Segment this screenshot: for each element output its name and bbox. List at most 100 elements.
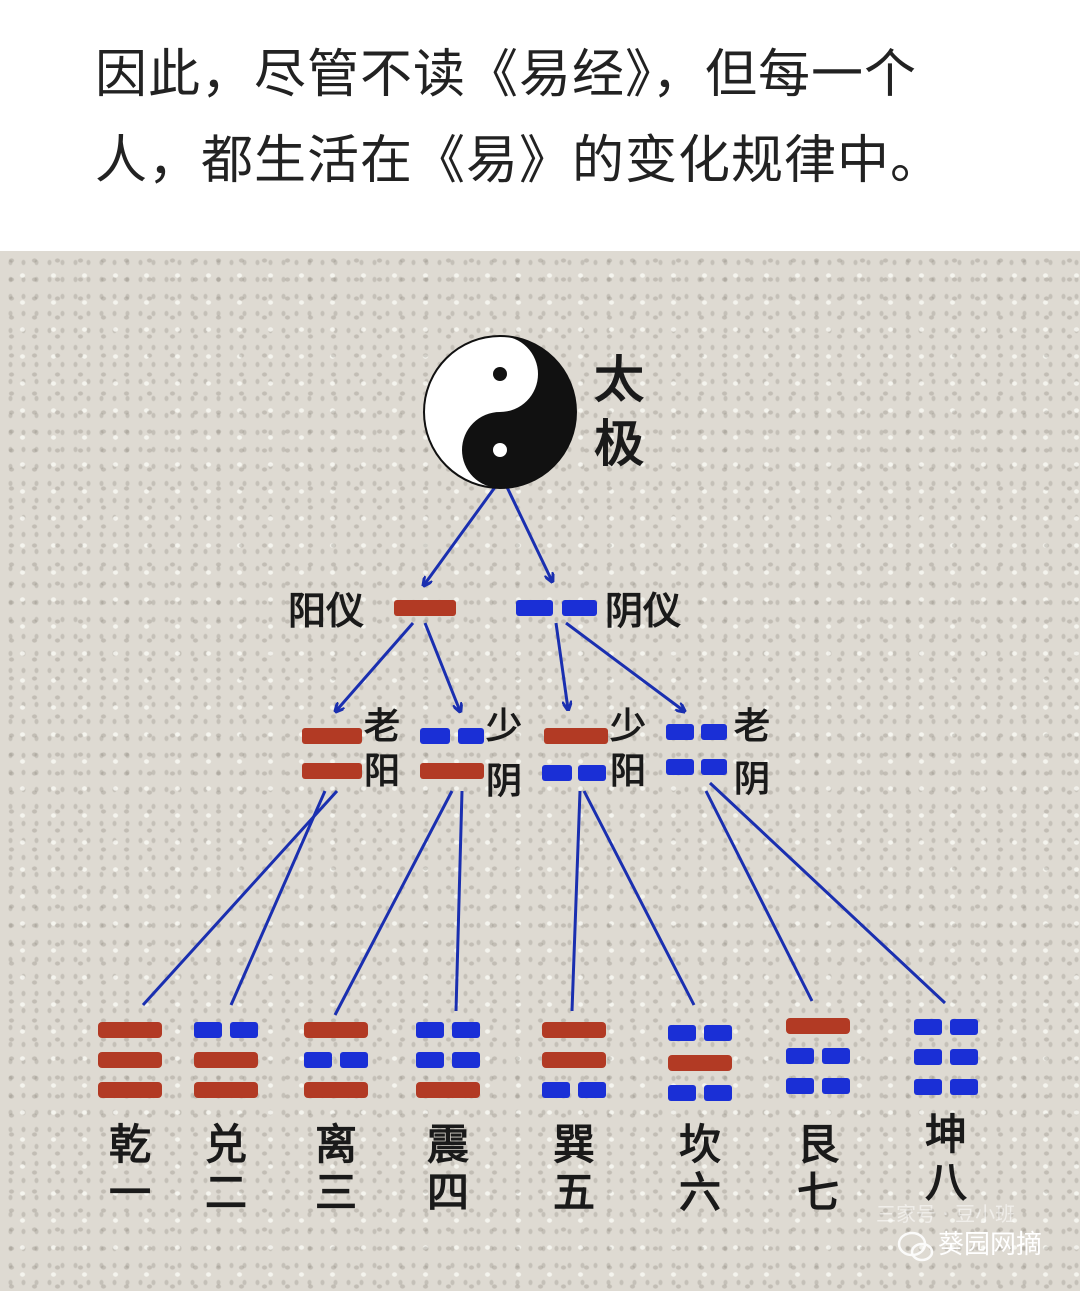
xiang-old-yin-label-2: 阴 (734, 759, 770, 800)
yin-line-right (704, 1085, 732, 1101)
trigram-name: 震 (427, 1120, 470, 1169)
trigram-number: 二 (205, 1168, 247, 1217)
arrows-group (336, 482, 684, 711)
connector-line-1 (141, 789, 339, 1007)
xiang-young-yin-label-1: 少 (486, 706, 522, 747)
yang-line (786, 1018, 850, 1034)
xiang-young-yang-label-2: 阳 (610, 751, 646, 792)
arrow-yin-youngyang (554, 622, 568, 709)
yin-line-right (452, 1052, 480, 1068)
yang-yi-symbol (394, 600, 456, 616)
yang-line (194, 1052, 258, 1068)
trigram-number: 六 (679, 1168, 721, 1217)
trigram-8: 坤八 (914, 1019, 978, 1207)
yang-line (304, 1022, 368, 1038)
yang-line (668, 1055, 732, 1071)
xiang-old-yang-symbol (302, 728, 362, 779)
trigram-name: 坤 (925, 1110, 967, 1159)
trigram-number: 八 (925, 1158, 968, 1207)
yin-line-left (786, 1048, 814, 1064)
yin-line-right (578, 1082, 606, 1098)
trigram-number: 一 (109, 1168, 151, 1217)
yang-line (304, 1082, 368, 1098)
yin-line-left (914, 1019, 942, 1035)
yin-line-left (668, 1085, 696, 1101)
xiang-young-yin-label-2: 阴 (486, 761, 522, 802)
connector-line-7 (704, 790, 814, 1002)
yang-line (98, 1022, 162, 1038)
trigram-7: 艮七 (786, 1018, 850, 1217)
yin-line-left (914, 1049, 942, 1065)
connector-line-2 (229, 790, 327, 1006)
diagram-canvas: 太 极 阳仪 阴仪 (98, 335, 1042, 1262)
caption-text: 因此，尽管不读《易经》，但每一个人，都生活在《易》的变化规律中。 (95, 45, 944, 191)
connector-lines-group (141, 781, 947, 1016)
yin-line-right (822, 1048, 850, 1064)
xiang-young-yang-label-1: 少 (610, 706, 646, 747)
account-watermark: 葵园网摘 (938, 1230, 1042, 1260)
yang-yi-label: 阳仪 (288, 589, 364, 633)
trigram-number: 七 (797, 1168, 839, 1217)
yin-line-left (194, 1022, 222, 1038)
yang-line (416, 1082, 480, 1098)
connector-line-8 (708, 781, 947, 1005)
yang-line (194, 1082, 258, 1098)
trigram-3: 离三 (304, 1022, 368, 1217)
trigram-5: 巽五 (542, 1022, 606, 1217)
trigram-name: 离 (315, 1120, 357, 1169)
yin-line-right (950, 1019, 978, 1035)
yin-line-right (340, 1052, 368, 1068)
arrow-taiji-yin (503, 482, 552, 581)
yin-yi-label: 阴仪 (605, 589, 681, 633)
connector-line-6 (582, 790, 696, 1006)
trigram-name: 乾 (109, 1120, 151, 1169)
faint-watermark-text: 三家号 · 豆小班 (876, 1202, 1015, 1226)
connector-line-4 (454, 790, 464, 1012)
yin-line-right (230, 1022, 258, 1038)
xiang-old-yin-label-1: 老 (734, 706, 770, 747)
trigram-2: 兑二 (194, 1022, 258, 1217)
yin-yi-symbol (516, 600, 597, 616)
arrow-yang-oldyang (336, 622, 415, 711)
yin-line-left (668, 1025, 696, 1041)
yin-line-left (304, 1052, 332, 1068)
yin-line-left (542, 1082, 570, 1098)
trigram-name: 坎 (679, 1120, 721, 1169)
xiang-young-yang-symbol (542, 728, 608, 781)
yin-line-right (950, 1079, 978, 1095)
wechat-icon (897, 1231, 934, 1262)
yang-line (542, 1022, 606, 1038)
xiang-young-yin-symbol (420, 728, 484, 779)
xiang-old-yin-symbol (666, 724, 727, 775)
trigram-number: 四 (427, 1168, 469, 1217)
bagua-diagram: 太 极 阳仪 阴仪 (0, 251, 1080, 1291)
arrow-taiji-yang (424, 482, 500, 585)
trigram-6: 坎六 (668, 1025, 732, 1217)
xiang-old-yang-label-2: 阳 (364, 751, 400, 792)
yin-line-left (416, 1022, 444, 1038)
yin-line-left (786, 1078, 814, 1094)
trigram-name: 艮 (797, 1120, 840, 1169)
xiang-old-yang-label-1: 老 (364, 706, 400, 747)
trigram-4: 震四 (416, 1022, 480, 1217)
trigram-name: 兑 (205, 1120, 247, 1169)
yang-line (542, 1052, 606, 1068)
taiji-label-2: 极 (594, 415, 644, 473)
yin-line-right (704, 1025, 732, 1041)
yang-line (98, 1082, 162, 1098)
trigram-number: 三 (315, 1168, 357, 1217)
arrow-yin-oldyin (565, 621, 684, 711)
trigram-number: 五 (553, 1168, 595, 1217)
arrow-yang-youngyin (423, 622, 460, 711)
taiji-symbol (423, 335, 577, 489)
connector-line-3 (333, 790, 454, 1016)
trigram-1: 乾一 (98, 1022, 162, 1217)
yin-line-right (452, 1022, 480, 1038)
yin-line-left (914, 1079, 942, 1095)
yin-line-right (950, 1049, 978, 1065)
yin-line-left (416, 1052, 444, 1068)
taiji-label-1: 太 (594, 351, 644, 409)
connector-line-5 (570, 790, 582, 1012)
yin-line-right (822, 1078, 850, 1094)
